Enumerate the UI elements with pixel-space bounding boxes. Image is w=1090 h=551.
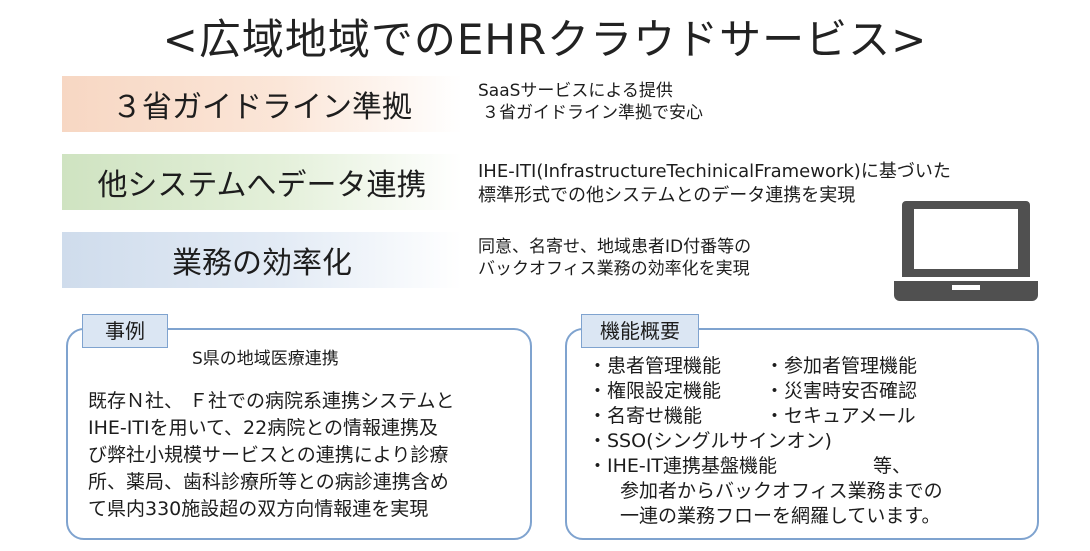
laptop-icon <box>894 201 1038 301</box>
case-study-subtitle: S県の地域医療連携 <box>192 349 339 369</box>
banner-guideline: ３省ガイドライン準拠 <box>62 76 462 132</box>
case-study-body: 既存Ｎ社、 Ｆ社での病院系連携システムと IHE-ITIを用いて、22病院との情… <box>88 388 518 523</box>
feature-row: ・患者管理機能 ・参加者管理機能 <box>588 354 1028 379</box>
case-line: 既存Ｎ社、 Ｆ社での病院系連携システムと <box>88 390 455 412</box>
feature-row: ・名寄せ機能 ・セキュアメール <box>588 404 1028 429</box>
feature-summary-line: 一連の業務フローを網羅しています。 <box>620 505 941 527</box>
feature-item: ・患者管理機能 <box>588 355 722 377</box>
banner-efficiency: 業務の効率化 <box>62 232 462 288</box>
feature-item-suffix: 等、 <box>873 455 912 477</box>
page-title: <広域地域でのEHRクラウドサービス> <box>162 15 928 64</box>
feature-row: ・権限設定機能 ・災害時安否確認 <box>588 379 1028 404</box>
features-list: ・患者管理機能 ・参加者管理機能 ・権限設定機能 ・災害時安否確認 ・名寄せ機能… <box>588 354 1028 529</box>
banner-efficiency-desc: 同意、名寄せ、地域患者ID付番等の バックオフィス業務の効率化を実現 <box>478 236 751 280</box>
desc-line: ３省ガイドライン準拠で安心 <box>482 103 703 123</box>
desc-line: 同意、名寄せ、地域患者ID付番等の <box>478 237 752 257</box>
feature-item: ・名寄せ機能 <box>588 405 703 427</box>
desc-line: バックオフィス業務の効率化を実現 <box>478 259 750 279</box>
banner-data-integration: 他システムへデータ連携 <box>62 154 462 210</box>
case-study-tag: 事例 <box>82 314 168 348</box>
features-box <box>565 328 1039 540</box>
case-line: 所、薬局、歯科診療所等との病診連携含め <box>88 471 449 493</box>
feature-item: ・IHE-IT連携基盤機能 <box>588 455 777 477</box>
features-tag: 機能概要 <box>581 314 699 348</box>
feature-item: ・災害時安否確認 <box>765 380 918 402</box>
desc-line: IHE-ITI(InfrastructureTechinicalFramewor… <box>478 161 951 182</box>
feature-item: ・セキュアメール <box>765 405 916 427</box>
desc-line: 標準形式での他システムとのデータ連携を実現 <box>478 185 856 206</box>
feature-summary-line: 参加者からバックオフィス業務までの <box>620 480 943 502</box>
banner-data-integration-desc: IHE-ITI(InfrastructureTechinicalFramewor… <box>478 160 951 208</box>
feature-row: ・SSO(シングルサインオン) <box>588 429 1028 454</box>
case-line: て県内330施設超の双方向情報連を実現 <box>88 498 429 520</box>
banner-guideline-desc: SaaSサービスによる提供 ３省ガイドライン準拠で安心 <box>478 80 703 124</box>
desc-line: SaaSサービスによる提供 <box>478 81 673 101</box>
case-line: び弊社小規模サービスとの連携により診療 <box>88 444 449 466</box>
feature-item: ・SSO(シングルサインオン) <box>588 430 832 452</box>
case-study-box <box>66 328 532 540</box>
feature-item: ・権限設定機能 <box>588 380 722 402</box>
case-line: IHE-ITIを用いて、22病院との情報連携及 <box>88 417 439 439</box>
feature-row: ・IHE-IT連携基盤機能 等、 <box>588 454 1028 479</box>
feature-item: ・参加者管理機能 <box>765 355 918 377</box>
